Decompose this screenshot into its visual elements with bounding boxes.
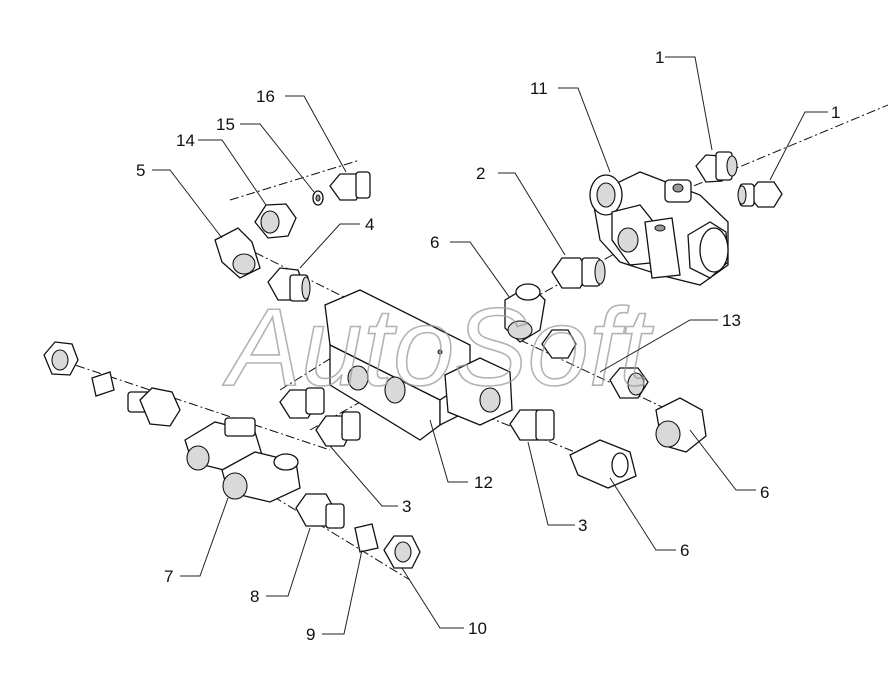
left-sleeve bbox=[91, 371, 115, 397]
part-5-elbow bbox=[214, 227, 261, 279]
part-12-manifold-block bbox=[324, 289, 513, 441]
left-nut bbox=[43, 341, 79, 376]
callout-2: 2 bbox=[476, 164, 485, 183]
part-14-nut bbox=[254, 203, 297, 239]
callout-3b: 3 bbox=[578, 516, 587, 535]
part-7-tee-lower bbox=[221, 451, 301, 503]
part-3-fitting-left-b bbox=[315, 411, 361, 447]
callout-14: 14 bbox=[176, 131, 195, 150]
callout-5: 5 bbox=[136, 161, 145, 180]
watermark-text: AutoSoft bbox=[222, 286, 654, 409]
left-union bbox=[127, 387, 181, 427]
callout-9: 9 bbox=[306, 625, 315, 644]
part-6-elbow-center bbox=[504, 283, 546, 343]
callout-6c: 6 bbox=[680, 541, 689, 560]
part-6-elbow-lower bbox=[569, 439, 637, 489]
part-9-sleeve bbox=[354, 523, 379, 553]
part-10-nut bbox=[383, 535, 421, 569]
callout-8: 8 bbox=[250, 587, 259, 606]
callout-11: 11 bbox=[530, 79, 548, 98]
leader-lines bbox=[152, 56, 828, 635]
callouts: 1 1 11 2 6 13 4 5 14 15 16 3 3 12 6 6 7 … bbox=[136, 48, 840, 644]
part-16-fitting bbox=[329, 171, 371, 201]
part-1-fitting-a bbox=[695, 151, 738, 183]
callout-3a: 3 bbox=[402, 497, 411, 516]
part-3-fitting-left-a bbox=[279, 387, 325, 419]
callout-6a: 6 bbox=[430, 233, 439, 252]
callout-7: 7 bbox=[164, 567, 173, 586]
callout-16: 16 bbox=[256, 87, 275, 106]
part-3-fitting-right bbox=[509, 409, 555, 441]
part-2-fitting bbox=[551, 257, 606, 289]
callout-10: 10 bbox=[468, 619, 487, 638]
part-11-valve-body bbox=[589, 171, 729, 286]
callout-1a: 1 bbox=[655, 48, 664, 67]
part-8-nut bbox=[295, 493, 345, 529]
callout-15: 15 bbox=[216, 115, 235, 134]
part-13-fitting bbox=[541, 329, 649, 399]
callout-13: 13 bbox=[722, 311, 741, 330]
part-1-fitting-b bbox=[737, 181, 783, 208]
callout-6b: 6 bbox=[760, 483, 769, 502]
part-4-fitting bbox=[267, 267, 311, 302]
part-15-washer bbox=[312, 190, 324, 206]
callout-1b: 1 bbox=[831, 103, 840, 122]
callout-12: 12 bbox=[474, 473, 493, 492]
part-6-elbow-right bbox=[655, 397, 707, 453]
callout-4: 4 bbox=[365, 215, 374, 234]
